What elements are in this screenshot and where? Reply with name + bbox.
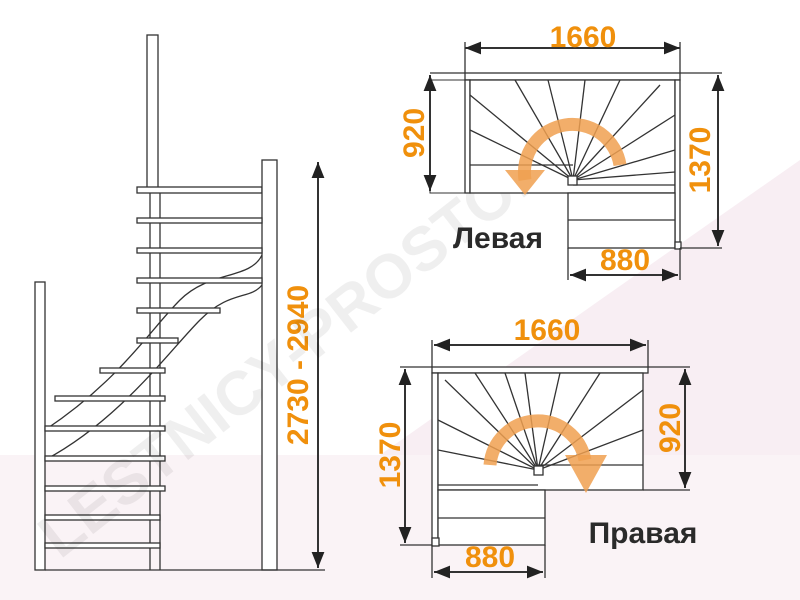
short-side-label: 920 (654, 403, 687, 453)
bottom-label: 880 (465, 541, 515, 574)
short-side-label: 920 (398, 108, 431, 158)
long-side-label: 1370 (374, 422, 407, 489)
bottom-label: 880 (600, 244, 650, 277)
long-side-label: 1370 (684, 127, 717, 194)
left-plan-title: Левая (453, 222, 543, 255)
right-plan: 1660 1370 920 880 Правая (374, 314, 698, 579)
width-label: 1660 (550, 21, 617, 54)
right-plan-title: Правая (589, 517, 698, 550)
side-elevation: 2730 - 2940 (34, 34, 325, 571)
direction-arrow-icon (517, 117, 627, 182)
direction-arrow-icon (483, 414, 592, 466)
winder-lines (437, 372, 644, 471)
pivot-post (533, 465, 544, 476)
pivot-post (567, 175, 578, 186)
height-label: 2730 - 2940 (282, 285, 315, 445)
left-plan: 1660 920 1370 880 Левая (398, 21, 725, 282)
width-label: 1660 (514, 314, 581, 347)
